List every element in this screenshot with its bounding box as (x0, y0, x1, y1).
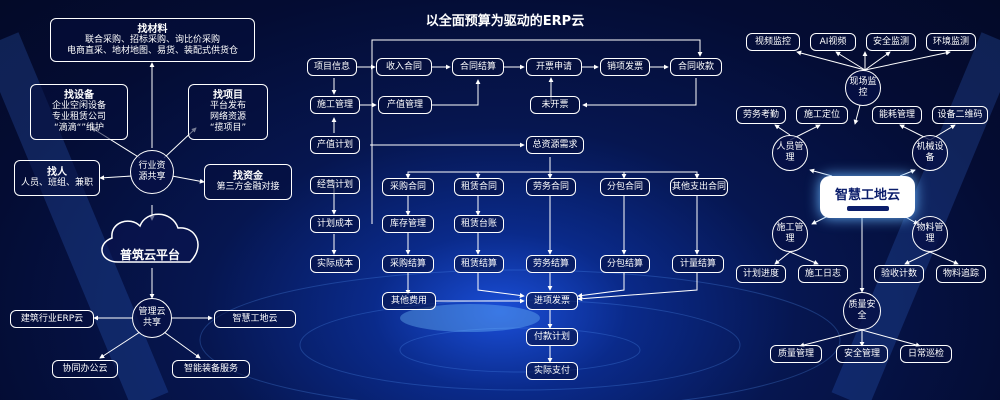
erp-cloud-box: 建筑行业ERP云 (10, 310, 94, 328)
site-monitor-hub: 现场监控 (845, 70, 881, 106)
procurement-settle-node: 采购结算 (382, 255, 434, 273)
find-materials-line1: 联合采购、招标采购、询比价采购 (84, 34, 220, 45)
expense-settle-node: 计量结算 (672, 255, 724, 273)
safety-monitor-node: 安全监测 (866, 33, 916, 51)
platform-label: 普筑云平台 (120, 248, 181, 262)
find-projects-line2: 网络资源 (209, 112, 246, 122)
find-people-box: 找人 人员、班组、兼职 (14, 160, 100, 196)
industry-resource-hub: 行业资源共享 (130, 150, 174, 194)
find-projects-box: 找项目 平台发布 网络资源 “揽项目” (188, 84, 268, 140)
find-materials-box: 找材料 联合采购、招标采购、询比价采购 电商直采、地材地图、易货、装配式供货仓 (50, 18, 255, 62)
find-people-title: 找人 (47, 167, 67, 178)
smart-site-hub: 智慧工地云 (820, 176, 915, 218)
find-projects-title: 找项目 (213, 90, 243, 101)
energy-mgmt-node: 能耗管理 (872, 106, 922, 124)
smart-site-box: 智慧工地云 (214, 310, 296, 328)
sub-settle-node: 分包结算 (600, 255, 650, 273)
business-plan-node: 经营计划 (310, 176, 360, 194)
safety-mgmt-node: 安全管理 (836, 345, 888, 363)
office-cloud-box: 协同办公云 (52, 360, 118, 378)
find-people-line1: 人员、班组、兼职 (20, 178, 93, 188)
actual-payment-node: 实际支付 (526, 362, 578, 380)
contract-collect-node: 合同收款 (670, 58, 722, 76)
construction-mgmt-hub: 施工管理 (772, 216, 808, 252)
subcontract-node: 分包合同 (600, 178, 650, 196)
quality-mgmt-node: 质量管理 (770, 345, 822, 363)
find-equipment-line1: 企业空闲设备 (51, 101, 106, 111)
find-projects-line3: “揽项目” (209, 123, 247, 133)
revenue-contract-node: 收入合同 (376, 58, 432, 76)
find-materials-line2: 电商直采、地材地图、易货、装配式供货仓 (66, 45, 238, 56)
not-invoiced-node: 未开票 (530, 96, 580, 114)
find-capital-box: 找资金 第三方金融对接 (204, 164, 292, 200)
construction-locate-node: 施工定位 (796, 106, 848, 124)
equipment-qr-node: 设备二维码 (932, 106, 988, 124)
find-equipment-line3: “滴滴“”维护 (54, 123, 104, 133)
invoice-apply-node: 开票申请 (526, 58, 582, 76)
material-trace-node: 物料追踪 (936, 265, 986, 283)
personnel-mgmt-hub: 人员管理 (772, 135, 808, 171)
daily-patrol-node: 日常巡检 (900, 345, 952, 363)
smart-site-hub-label: 智慧工地云 (834, 187, 900, 203)
ai-video-node: AI视频 (810, 33, 856, 51)
payment-plan-node: 付款计划 (526, 328, 578, 346)
contract-settle-node: 合同结算 (452, 58, 504, 76)
plan-cost-node: 计划成本 (310, 215, 360, 233)
construction-log-node: 施工日志 (798, 265, 848, 283)
find-materials-title: 找材料 (137, 23, 168, 35)
find-capital-title: 找资金 (233, 171, 263, 182)
other-expense-node: 其他费用 (382, 292, 436, 310)
lease-ledger-node: 租赁台账 (454, 215, 504, 233)
sales-invoice-node: 销项发票 (600, 58, 650, 76)
acceptance-count-node: 验收计数 (874, 265, 924, 283)
project-info-node: 项目信息 (307, 58, 357, 76)
construction-mgmt-node: 施工管理 (310, 96, 360, 114)
inventory-mgmt-node: 库存管理 (382, 215, 434, 233)
find-equipment-title: 找设备 (64, 90, 94, 101)
find-capital-line1: 第三方金融对接 (216, 182, 280, 192)
quality-safety-hub: 质量安全 (843, 292, 881, 330)
find-equipment-line2: 专业租赁公司 (51, 112, 106, 122)
output-plan-node: 产值计划 (310, 136, 360, 154)
input-invoice-node: 进项发票 (526, 292, 578, 310)
machine-equipment-hub: 机械设备 (912, 135, 948, 171)
video-monitor-node: 视频监控 (746, 33, 800, 51)
lease-contract-node: 租赁合同 (454, 178, 504, 196)
procurement-contract-node: 采购合同 (382, 178, 434, 196)
find-projects-line1: 平台发布 (209, 101, 246, 111)
env-monitor-node: 环境监测 (926, 33, 976, 51)
hub-status-bar (846, 205, 889, 211)
output-mgmt-node: 产值管理 (378, 96, 432, 114)
material-mgmt-hub: 物料管理 (912, 216, 948, 252)
total-resource-node: 总资源需求 (526, 136, 584, 154)
equipment-service-box: 智能装备服务 (172, 360, 250, 378)
labor-contract-node: 劳务合同 (526, 178, 576, 196)
find-equipment-box: 找设备 企业空闲设备 专业租赁公司 “滴滴“”维护 (30, 84, 128, 140)
actual-cost-node: 实际成本 (310, 255, 360, 273)
management-cloud-hub: 管理云共享 (132, 298, 172, 338)
diagram-title: 以全面预算为驱动的ERP云 (425, 14, 585, 29)
labor-settle-node: 劳务结算 (526, 255, 576, 273)
lease-settle-node: 租赁结算 (454, 255, 504, 273)
labor-attendance-node: 劳务考勤 (736, 106, 786, 124)
other-contract-node: 其他支出合同 (670, 178, 728, 196)
schedule-node: 计划进度 (736, 265, 786, 283)
